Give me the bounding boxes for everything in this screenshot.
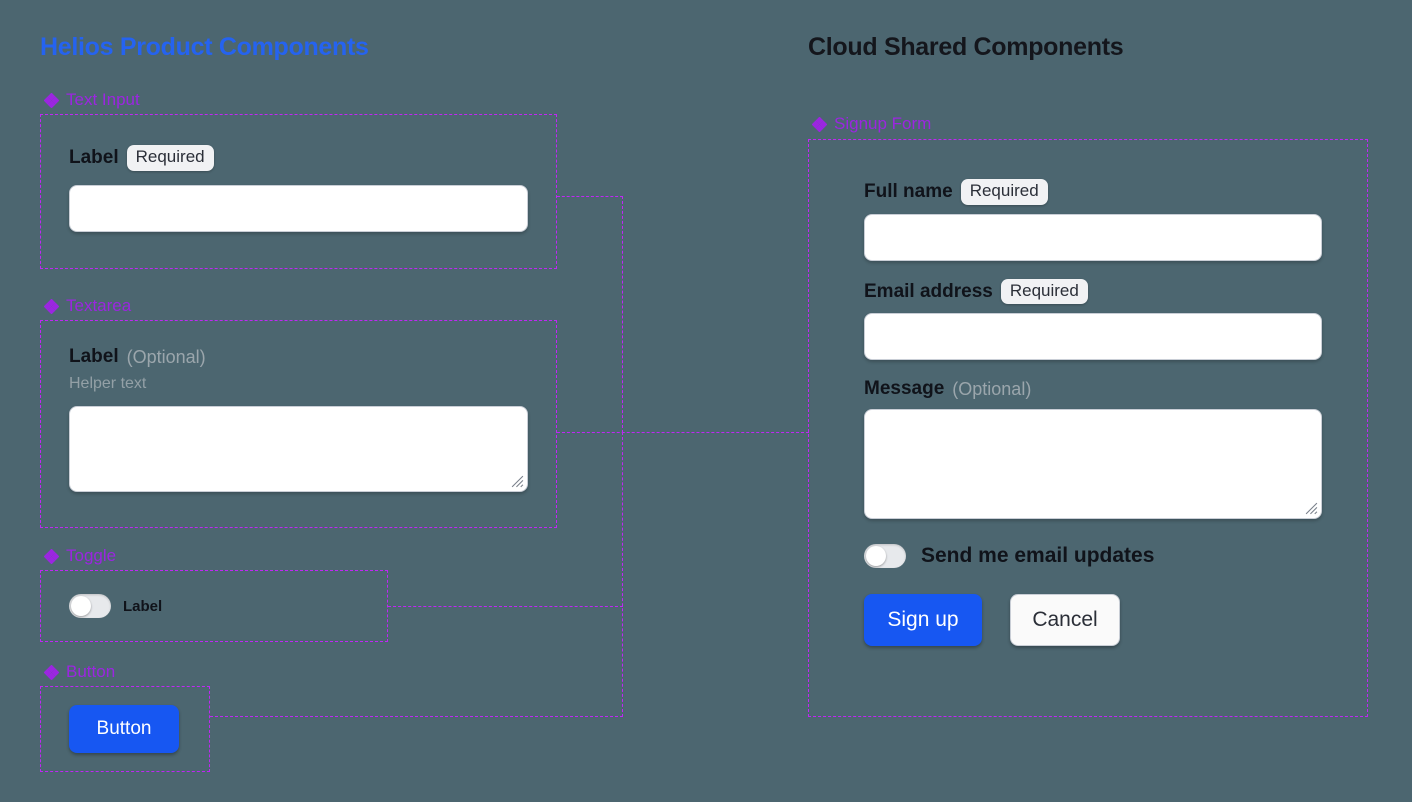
sign-up-button[interactable]: Sign up — [864, 594, 982, 647]
textarea-field[interactable] — [69, 406, 528, 492]
section-label-toggle: Toggle — [44, 546, 116, 566]
toggle-knob — [866, 546, 886, 567]
section-label-text: Text Input — [66, 90, 140, 109]
page-title-left: Helios Product Components — [40, 33, 369, 61]
textarea-helper-text: Helper text — [69, 375, 147, 392]
cancel-button[interactable]: Cancel — [1010, 594, 1120, 647]
connector-text-input-horizontal — [557, 196, 623, 197]
textarea-label-row: Label (Optional) — [69, 346, 528, 368]
text-input-content: Label Required — [69, 145, 528, 232]
message-optional-note: (Optional) — [952, 378, 1032, 399]
section-label-text: Toggle — [66, 546, 117, 565]
resize-handle-icon[interactable] — [1305, 502, 1318, 515]
full-name-label-row: Full name Required — [864, 179, 1322, 205]
component-box-text-input: Label Required — [40, 114, 557, 269]
toggle-content: Label — [69, 594, 162, 618]
toggle-switch[interactable] — [69, 594, 111, 618]
field-group-email-address: Email address Required — [864, 278, 1322, 361]
toggle-knob — [71, 596, 91, 616]
subscribe-toggle-row: Send me email updates — [864, 544, 1322, 569]
message-label: Message — [864, 378, 945, 400]
status-badge-required: Required — [1000, 278, 1088, 305]
message-label-row: Message (Optional) — [864, 378, 1322, 400]
page-title-right: Cloud Shared Components — [808, 33, 1124, 61]
section-label-text: Button — [66, 662, 116, 681]
connector-textarea-bus — [557, 432, 809, 433]
section-label-button: Button — [44, 662, 115, 682]
section-label-text: Textarea — [66, 296, 132, 315]
email-address-label-row: Email address Required — [864, 278, 1322, 305]
diamond-cluster-icon — [44, 664, 59, 680]
textarea-label: Label — [69, 346, 119, 367]
signup-form-content: Full name Required Email address Require… — [864, 179, 1322, 647]
text-input-label-row: Label Required — [69, 145, 528, 171]
demo-button[interactable]: Button — [69, 705, 179, 753]
email-address-input[interactable] — [864, 313, 1322, 361]
toggle-label: Label — [123, 597, 163, 615]
button-content: Button — [69, 705, 179, 753]
full-name-input[interactable] — [864, 213, 1322, 261]
subscribe-toggle-label: Send me email updates — [921, 544, 1155, 568]
signup-form-actions: Sign up Cancel — [864, 594, 1322, 647]
text-input-label: Label — [69, 146, 119, 168]
component-box-button: Button — [40, 686, 210, 772]
diamond-cluster-icon — [812, 116, 827, 132]
status-badge-required: Required — [960, 179, 1048, 205]
diamond-cluster-icon — [44, 298, 59, 314]
component-box-toggle: Label — [40, 570, 388, 642]
connector-toggle-horizontal — [388, 606, 623, 607]
diamond-cluster-icon — [44, 92, 59, 108]
section-label-signup-form: Signup Form — [812, 114, 931, 134]
connector-vertical-bus — [622, 432, 623, 717]
section-label-text-input: Text Input — [44, 90, 140, 110]
section-label-textarea: Textarea — [44, 296, 131, 316]
field-group-message: Message (Optional) — [864, 378, 1322, 520]
field-group-full-name: Full name Required — [864, 179, 1322, 261]
email-address-label: Email address — [864, 280, 993, 302]
message-textarea[interactable] — [864, 409, 1322, 520]
text-input-field[interactable] — [69, 184, 528, 232]
component-box-signup-form: Full name Required Email address Require… — [808, 139, 1368, 717]
component-box-textarea: Label (Optional) Helper text — [40, 320, 557, 528]
textarea-content: Label (Optional) Helper text — [69, 346, 528, 492]
subscribe-toggle-switch[interactable] — [864, 544, 906, 569]
resize-handle-icon[interactable] — [511, 475, 524, 488]
diamond-cluster-icon — [44, 548, 59, 564]
connector-button-horizontal — [210, 716, 623, 717]
status-badge-required: Required — [126, 145, 214, 171]
section-label-text: Signup Form — [834, 114, 932, 133]
full-name-label: Full name — [864, 180, 953, 202]
textarea-optional-note: (Optional) — [126, 346, 206, 367]
connector-text-input-vertical — [622, 196, 623, 433]
